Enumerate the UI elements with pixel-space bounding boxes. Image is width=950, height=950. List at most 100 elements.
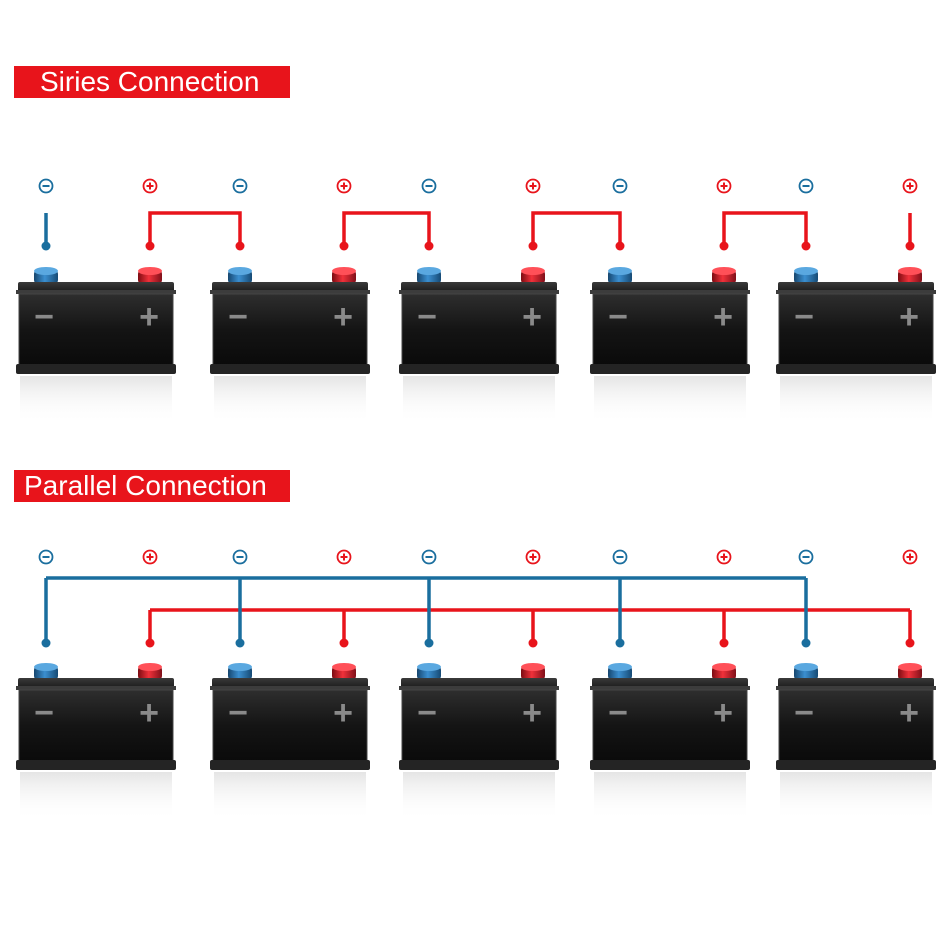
battery-lid-rim xyxy=(776,686,936,690)
positive-symbol-icon xyxy=(142,178,158,194)
battery-body xyxy=(593,690,747,762)
positive-terminal-cap xyxy=(138,267,162,275)
positive-symbol-icon xyxy=(902,549,918,565)
battery: −+ xyxy=(210,267,370,424)
wire-end-dot xyxy=(235,241,245,251)
battery-reflection xyxy=(594,772,746,820)
battery-positive-label: + xyxy=(139,298,159,336)
battery-reflection xyxy=(20,376,172,424)
wire-end-dot xyxy=(528,241,538,251)
positive-terminal-cap xyxy=(521,267,545,275)
battery-base xyxy=(590,760,750,770)
positive-terminal-cap xyxy=(898,267,922,275)
battery-positive-label: + xyxy=(139,694,159,732)
series-link-wire xyxy=(342,211,431,246)
battery-lid xyxy=(18,678,174,688)
battery-reflection xyxy=(780,376,932,424)
battery-lid-rim xyxy=(590,290,750,294)
series-link-wire xyxy=(722,211,808,246)
wire-end-dot xyxy=(801,241,811,251)
battery-lid-rim xyxy=(776,290,936,294)
battery-body xyxy=(402,294,556,366)
wire-end-dot xyxy=(41,638,51,648)
wire-end-dot xyxy=(145,241,155,251)
battery-positive-label: + xyxy=(522,694,542,732)
battery-negative-label: − xyxy=(794,694,814,732)
wire-end-dot xyxy=(424,241,434,251)
negative-terminal-cap xyxy=(228,267,252,275)
battery-lid xyxy=(778,678,934,688)
negative-symbol-icon xyxy=(38,178,54,194)
negative-terminal-cap xyxy=(417,663,441,671)
battery-lid-rim xyxy=(590,686,750,690)
battery-lid-rim xyxy=(16,290,176,294)
battery-base xyxy=(16,760,176,770)
negative-symbol-icon xyxy=(421,178,437,194)
battery-negative-label: − xyxy=(608,694,628,732)
positive-terminal-cap xyxy=(521,663,545,671)
battery-lid-rim xyxy=(399,290,559,294)
battery: −+ xyxy=(399,267,559,424)
battery-body xyxy=(19,690,173,762)
battery-negative-label: − xyxy=(608,298,628,336)
battery-lid-rim xyxy=(210,686,370,690)
negative-symbol-icon xyxy=(798,178,814,194)
positive-symbol-icon xyxy=(142,549,158,565)
negative-symbol-icon xyxy=(38,549,54,565)
battery: −+ xyxy=(16,663,176,820)
battery-lid-rim xyxy=(16,686,176,690)
battery-reflection xyxy=(20,772,172,820)
battery-base xyxy=(210,364,370,374)
positive-terminal-cap xyxy=(332,267,356,275)
negative-terminal-cap xyxy=(794,663,818,671)
battery-negative-label: − xyxy=(34,298,54,336)
battery-reflection xyxy=(403,376,555,424)
negative-symbol-icon xyxy=(232,178,248,194)
battery-lid-rim xyxy=(210,290,370,294)
battery-positive-label: + xyxy=(899,298,919,336)
wire-end-dot xyxy=(801,638,811,648)
battery-lid xyxy=(592,282,748,292)
battery-negative-label: − xyxy=(417,694,437,732)
positive-terminal-cap xyxy=(712,663,736,671)
battery-base xyxy=(210,760,370,770)
positive-symbol-icon xyxy=(716,178,732,194)
positive-symbol-icon xyxy=(525,549,541,565)
battery-reflection xyxy=(214,772,366,820)
wire-end-dot xyxy=(339,241,349,251)
battery-negative-label: − xyxy=(794,298,814,336)
positive-symbol-icon xyxy=(336,178,352,194)
positive-terminal-cap xyxy=(898,663,922,671)
battery-lid xyxy=(212,282,368,292)
wire-end-dot xyxy=(528,638,538,648)
battery-lid xyxy=(18,282,174,292)
battery-negative-label: − xyxy=(228,694,248,732)
battery: −+ xyxy=(590,267,750,424)
battery: −+ xyxy=(399,663,559,820)
battery-lid xyxy=(401,678,557,688)
negative-symbol-icon xyxy=(798,549,814,565)
battery-reflection xyxy=(594,376,746,424)
battery-body xyxy=(593,294,747,366)
battery-negative-label: − xyxy=(34,694,54,732)
battery-lid-rim xyxy=(399,686,559,690)
wire-end-dot xyxy=(615,638,625,648)
wire-end-dot xyxy=(235,638,245,648)
battery-body xyxy=(779,294,933,366)
negative-terminal-cap xyxy=(794,267,818,275)
positive-terminal-cap xyxy=(138,663,162,671)
negative-terminal-cap xyxy=(417,267,441,275)
negative-symbol-icon xyxy=(421,549,437,565)
battery-lid xyxy=(592,678,748,688)
battery-body xyxy=(213,690,367,762)
battery-base xyxy=(399,364,559,374)
negative-symbol-icon xyxy=(612,549,628,565)
battery-positive-label: + xyxy=(713,694,733,732)
battery-base xyxy=(16,364,176,374)
battery-base xyxy=(399,760,559,770)
battery-reflection xyxy=(780,772,932,820)
battery-positive-label: + xyxy=(333,298,353,336)
series-link-wire xyxy=(148,211,242,246)
battery-base xyxy=(776,760,936,770)
